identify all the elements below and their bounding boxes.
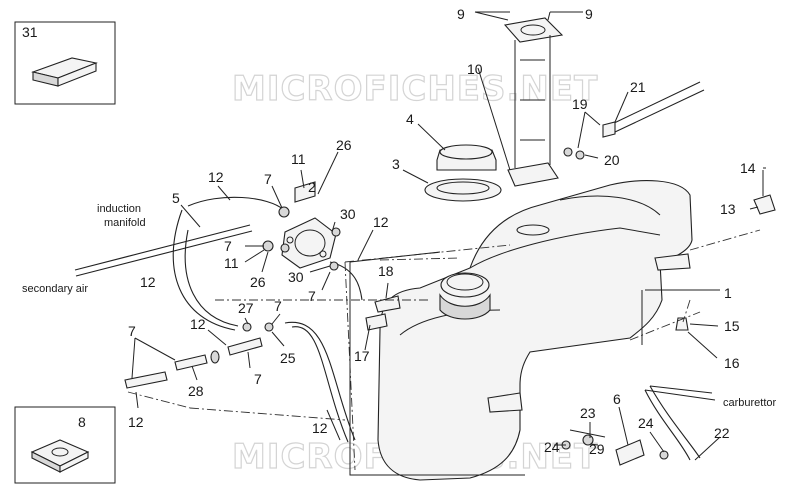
- inset-box-31: [14, 21, 116, 105]
- callout-9: 9: [457, 6, 465, 22]
- callout-12: 12: [190, 316, 206, 332]
- callout-30: 30: [288, 269, 304, 285]
- callout-24: 24: [638, 415, 654, 431]
- callout-25: 25: [280, 350, 296, 366]
- callout-23: 23: [580, 405, 596, 421]
- label-secondary-air: secondary air: [22, 283, 88, 295]
- callout-9: 9: [585, 6, 593, 22]
- callout-12: 12: [208, 169, 224, 185]
- callout-29: 29: [589, 441, 605, 457]
- callout-24: 24: [544, 439, 560, 455]
- callout-4: 4: [406, 111, 414, 127]
- callout-7: 7: [264, 171, 272, 187]
- callout-18: 18: [378, 263, 394, 279]
- callout-22: 22: [714, 425, 730, 441]
- callout-30: 30: [340, 206, 356, 222]
- callout-11: 11: [291, 151, 306, 167]
- callout-21: 21: [630, 79, 646, 95]
- callout-15: 15: [724, 318, 740, 334]
- fuel-tank: [377, 180, 693, 481]
- filler-cap: [436, 144, 497, 171]
- callout-16: 16: [724, 355, 740, 371]
- frame-lines: [349, 251, 720, 476]
- callout-31: 31: [22, 24, 38, 40]
- callout-19: 19: [572, 96, 588, 112]
- callout-20: 20: [604, 152, 620, 168]
- callout-17: 17: [354, 348, 370, 364]
- callout-3: 3: [392, 156, 400, 172]
- callout-7: 7: [224, 238, 232, 254]
- inset-box-8: [14, 406, 116, 484]
- callout-7: 7: [308, 288, 316, 304]
- callout-5: 5: [172, 190, 180, 206]
- flange: [281, 217, 337, 269]
- callout-10: 10: [467, 61, 483, 77]
- callout-11: 11: [224, 255, 239, 271]
- callout-26: 26: [250, 274, 266, 290]
- callout-1: 1: [724, 285, 732, 301]
- label-manifold: manifold: [104, 217, 146, 229]
- callout-7: 7: [254, 371, 262, 387]
- watermark-top: MICROFICHES.NET: [232, 69, 598, 109]
- leader-lines: [131, 11, 766, 461]
- callout-26: 26: [336, 137, 352, 153]
- fuel-pump-assembly: [503, 17, 564, 236]
- callout-13: 13: [720, 201, 736, 217]
- callout-14: 14: [740, 160, 756, 176]
- callout-12: 12: [373, 214, 389, 230]
- callout-6: 6: [613, 391, 621, 407]
- callout-12: 12: [128, 414, 144, 430]
- callout-7: 7: [274, 298, 282, 314]
- filler-ring: [424, 178, 502, 202]
- callout-27: 27: [238, 300, 254, 316]
- callout-12: 12: [140, 274, 156, 290]
- callout-8: 8: [78, 414, 86, 430]
- label-induction: induction: [97, 203, 141, 215]
- callout-12: 12: [312, 420, 328, 436]
- callout-28: 28: [188, 383, 204, 399]
- callout-numbers: 31 9 9 10 21 4 19 3 20 11 26 12 7 2 5 30…: [22, 6, 756, 457]
- callout-2: 2: [308, 179, 316, 195]
- induction-rod: [74, 224, 253, 277]
- callout-7: 7: [128, 323, 136, 339]
- hoses: [172, 81, 716, 461]
- label-carburettor: carburettor: [723, 397, 777, 409]
